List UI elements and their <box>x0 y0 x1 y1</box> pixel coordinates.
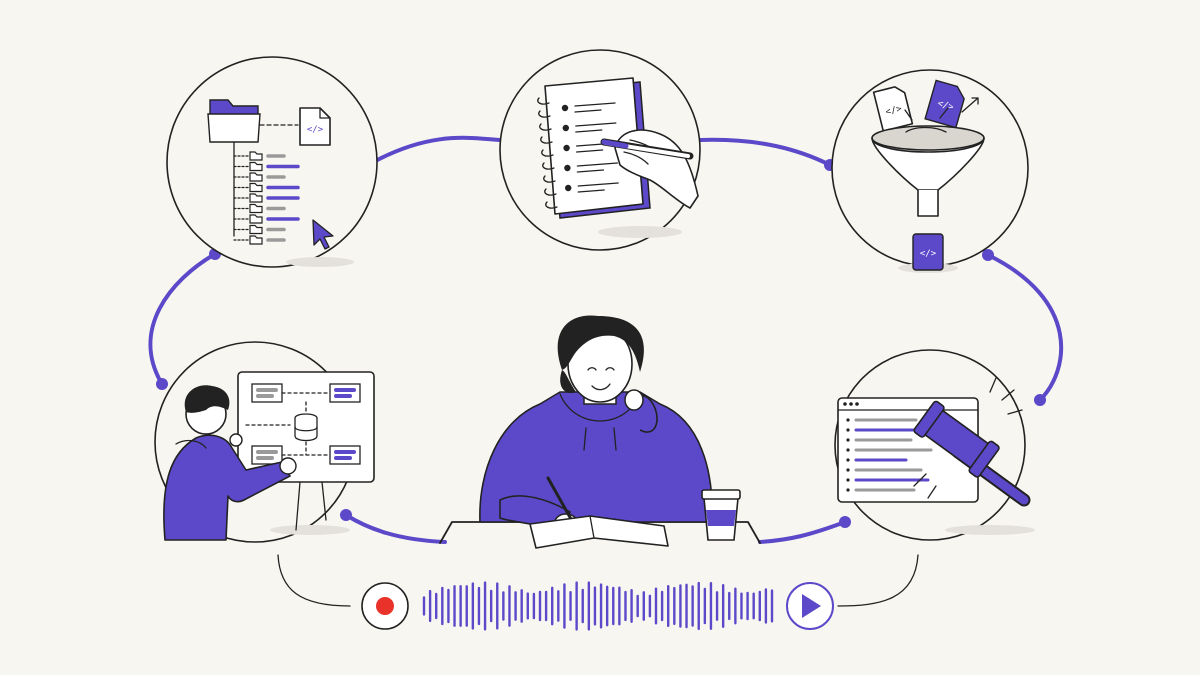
coffee-cup <box>701 489 741 541</box>
connector-desk-to-whiteboard <box>344 513 447 544</box>
record-icon <box>376 597 394 615</box>
code-line-marker <box>846 478 850 482</box>
connector-notebook-to-funnel <box>698 137 832 167</box>
connector-dot <box>156 378 168 390</box>
funnel-scene: </> </> </> <box>831 69 1029 273</box>
checklist-line <box>576 162 619 167</box>
play-button[interactable] <box>786 582 834 630</box>
funnel-icon <box>871 125 985 217</box>
whiteboard <box>237 371 375 531</box>
connector-tree-to-notebook <box>366 135 502 167</box>
folder-icon[interactable] <box>249 224 263 235</box>
checklist-line <box>574 102 616 107</box>
checklist-line <box>575 129 603 133</box>
connector-dot <box>340 509 352 521</box>
code-line-marker <box>846 448 850 452</box>
file-tree-scene: </> <box>166 56 378 268</box>
notebook-ring <box>540 136 553 144</box>
folder-icon[interactable] <box>249 182 263 193</box>
audio-waveform <box>422 581 774 631</box>
connector-dot <box>982 249 994 261</box>
checklist-line <box>575 122 617 127</box>
code-file-icon: </> <box>924 79 965 129</box>
folder-icon <box>207 99 261 143</box>
checklist-line <box>576 169 605 173</box>
review-scene <box>834 349 1035 541</box>
code-symbol: </> <box>307 125 324 135</box>
checklist-line <box>577 189 605 193</box>
checklist-line <box>574 109 602 113</box>
notebook-ring <box>545 201 558 209</box>
connector-dot <box>1034 394 1046 406</box>
checklist-bullet <box>565 184 572 192</box>
folder-icon[interactable] <box>249 203 263 214</box>
code-line-marker <box>846 438 850 442</box>
file-tree-circle <box>166 56 378 268</box>
gavel-icon <box>913 377 1031 507</box>
checklist-bullet <box>561 104 569 112</box>
connector-whiteboard-to-tree <box>148 252 217 386</box>
folder-icon[interactable] <box>249 214 263 224</box>
checklist-bullet <box>562 124 569 132</box>
person-writing <box>479 315 713 531</box>
folder-icon[interactable] <box>249 193 263 203</box>
code-symbol: </> <box>936 99 955 113</box>
code-line-marker <box>846 428 850 432</box>
cursor-icon <box>312 219 334 250</box>
audio-bar <box>277 554 919 631</box>
play-icon <box>802 594 821 618</box>
folder-icon[interactable] <box>249 161 263 172</box>
whiteboard-scene <box>154 341 375 543</box>
writing-hand <box>600 129 699 209</box>
file-tree-rows <box>233 151 300 245</box>
notebook-ring <box>538 110 551 118</box>
code-line-marker <box>846 488 850 492</box>
code-line-marker <box>846 458 850 462</box>
code-symbol: </> <box>920 249 937 259</box>
code-line-marker <box>846 418 850 422</box>
connector-review-to-desk <box>758 520 847 544</box>
code-file-icon: </> <box>912 233 944 271</box>
notebook-ring <box>539 123 552 131</box>
folder-icon[interactable] <box>249 151 263 161</box>
database-icon <box>294 413 318 442</box>
open-notebook <box>529 515 669 549</box>
checklist-bullet <box>563 144 570 152</box>
record-button[interactable] <box>361 582 409 630</box>
checklist-bullet <box>564 164 571 172</box>
folder-icon[interactable] <box>249 235 263 245</box>
audio-left-line <box>277 554 351 607</box>
code-symbol: </> <box>885 104 904 118</box>
folder-icon[interactable] <box>249 172 263 182</box>
audio-right-line <box>837 554 919 607</box>
code-line-marker <box>846 468 850 472</box>
connector-dot <box>839 516 851 528</box>
notebook-scene <box>499 49 701 251</box>
checklist-line <box>575 149 604 153</box>
notebook-ring <box>544 188 557 196</box>
notebook-ring <box>541 149 554 157</box>
person-presenting <box>163 385 297 541</box>
connector-curves <box>148 135 1064 544</box>
connector-dots <box>156 159 1046 528</box>
connector-funnel-to-review <box>986 253 1064 402</box>
checklist-line <box>577 182 619 187</box>
notebook-ring <box>543 175 556 183</box>
desk-scene <box>439 315 761 549</box>
notebook-ring <box>542 162 555 170</box>
code-file-icon: </> <box>299 107 331 146</box>
code-file-icon: </> <box>872 86 914 132</box>
notebook-ring <box>537 97 550 105</box>
notebook-rings <box>537 97 558 209</box>
code-lines <box>846 418 933 492</box>
